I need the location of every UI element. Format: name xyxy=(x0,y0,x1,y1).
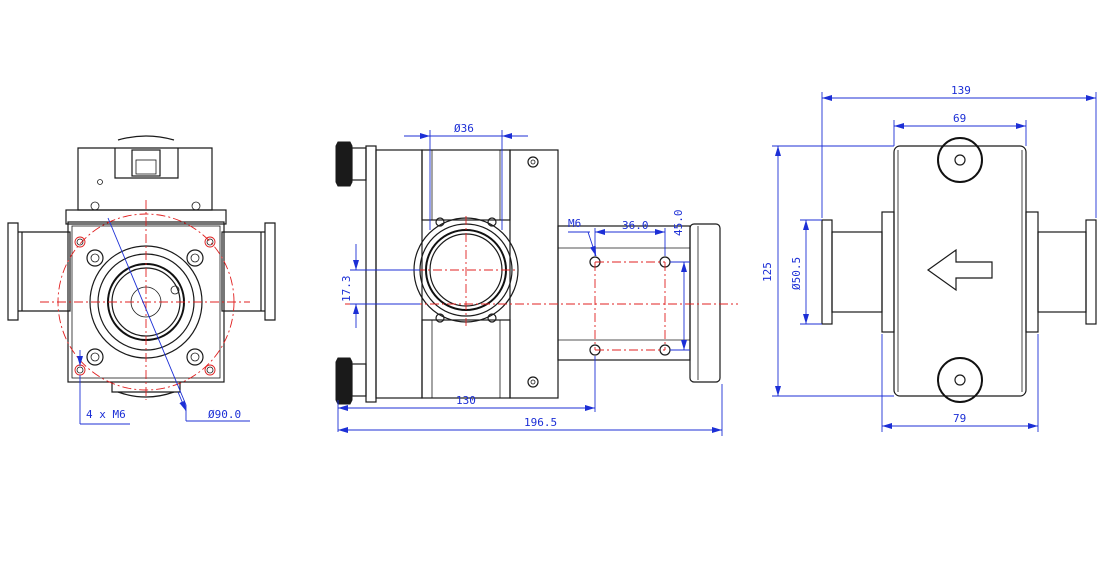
overall-length-label: 196.5 xyxy=(524,416,557,429)
knob-icon xyxy=(335,141,367,405)
flow-arrow-icon xyxy=(926,248,993,292)
inner-width-label: 69 xyxy=(953,112,966,125)
hole-spacing-v-label: 45.0 xyxy=(672,210,685,237)
hole-spacing-h-label: 36.0 xyxy=(622,219,649,232)
height-dim-label: 125 xyxy=(761,262,774,282)
port-diameter-label: Ø50.5 xyxy=(790,257,803,290)
top-view: 139 69 79 125 Ø50.5 xyxy=(761,84,1097,432)
bolt-circle-label: Ø90.0 xyxy=(208,408,241,421)
body-length-label: 130 xyxy=(456,394,476,407)
bolt-pattern-label: 4 x M6 xyxy=(86,408,126,421)
bore-dim-label: Ø36 xyxy=(454,122,474,135)
body-width-label: 79 xyxy=(953,412,966,425)
overall-width-label: 139 xyxy=(951,84,971,97)
side-view: Ø36 17.3 36.0 M6 45.0 130 196.5 xyxy=(335,122,738,436)
offset-dim-label: 17.3 xyxy=(340,276,353,303)
front-view: Ø90.0 4 x M6 xyxy=(7,135,276,425)
thread-label: M6 xyxy=(568,217,581,230)
